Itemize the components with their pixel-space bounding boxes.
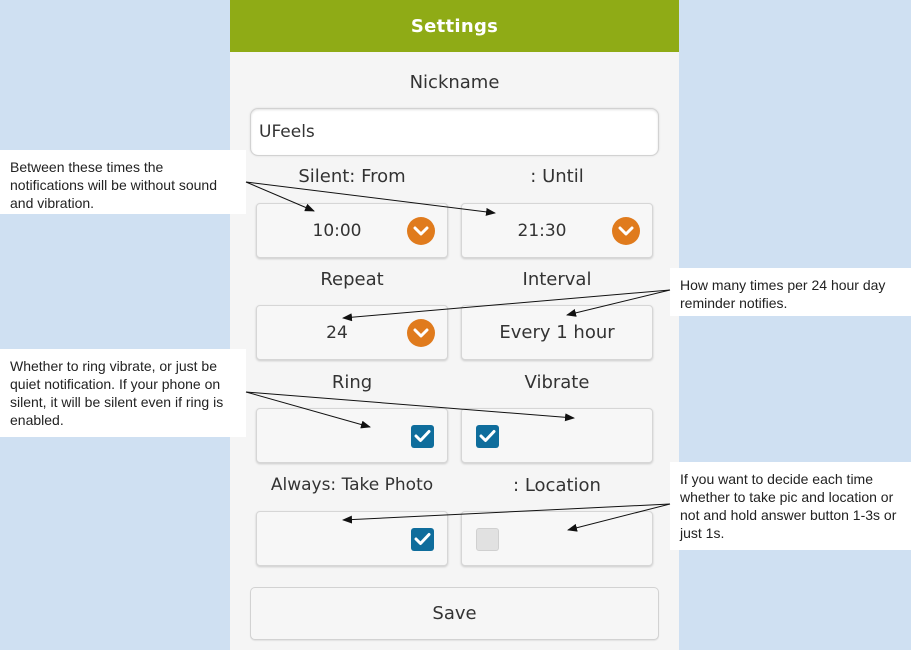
silent-until-value: 21:30: [517, 220, 567, 241]
annotation-silent: Between these times the notifications wi…: [0, 150, 246, 214]
interval-field: Every 1 hour: [461, 305, 653, 360]
settings-screen: Settings Nickname Silent: From : Until 1…: [230, 0, 679, 650]
repeat-label: Repeat: [320, 269, 384, 290]
nickname-label: Nickname: [409, 72, 500, 93]
vibrate-label: Vibrate: [524, 372, 590, 393]
ring-checkbox[interactable]: [411, 425, 434, 448]
ring-field: [256, 408, 448, 463]
chevron-down-icon[interactable]: [612, 216, 640, 245]
silent-from-select[interactable]: 10:00: [256, 203, 448, 258]
always-location-label: : Location: [513, 475, 601, 496]
vibrate-checkbox[interactable]: [476, 425, 499, 448]
silent-until-label: : Until: [530, 166, 584, 187]
annotation-repeat: How many times per 24 hour day reminder …: [670, 268, 911, 316]
chevron-down-icon[interactable]: [407, 216, 435, 245]
location-checkbox[interactable]: [476, 528, 499, 551]
take-photo-field: [256, 511, 448, 566]
ring-label: Ring: [331, 372, 373, 393]
silent-until-select[interactable]: 21:30: [461, 203, 653, 258]
annotation-ring: Whether to ring vibrate, or just be quie…: [0, 349, 246, 437]
always-photo-label: Always: Take Photo: [270, 475, 434, 495]
silent-from-label: Silent: From: [298, 166, 406, 187]
interval-value: Every 1 hour: [499, 322, 615, 343]
repeat-value: 24: [326, 322, 348, 343]
save-button[interactable]: Save: [250, 587, 659, 640]
chevron-down-icon[interactable]: [407, 318, 435, 347]
repeat-select[interactable]: 24: [256, 305, 448, 360]
interval-label: Interval: [522, 269, 592, 290]
location-field: [461, 511, 653, 566]
take-photo-checkbox[interactable]: [411, 528, 434, 551]
app-bar: Settings: [230, 0, 679, 52]
annotation-always: If you want to decide each time whether …: [670, 462, 911, 550]
silent-from-value: 10:00: [312, 220, 362, 241]
nickname-input[interactable]: [250, 108, 659, 156]
vibrate-field: [461, 408, 653, 463]
page-title: Settings: [410, 15, 499, 37]
